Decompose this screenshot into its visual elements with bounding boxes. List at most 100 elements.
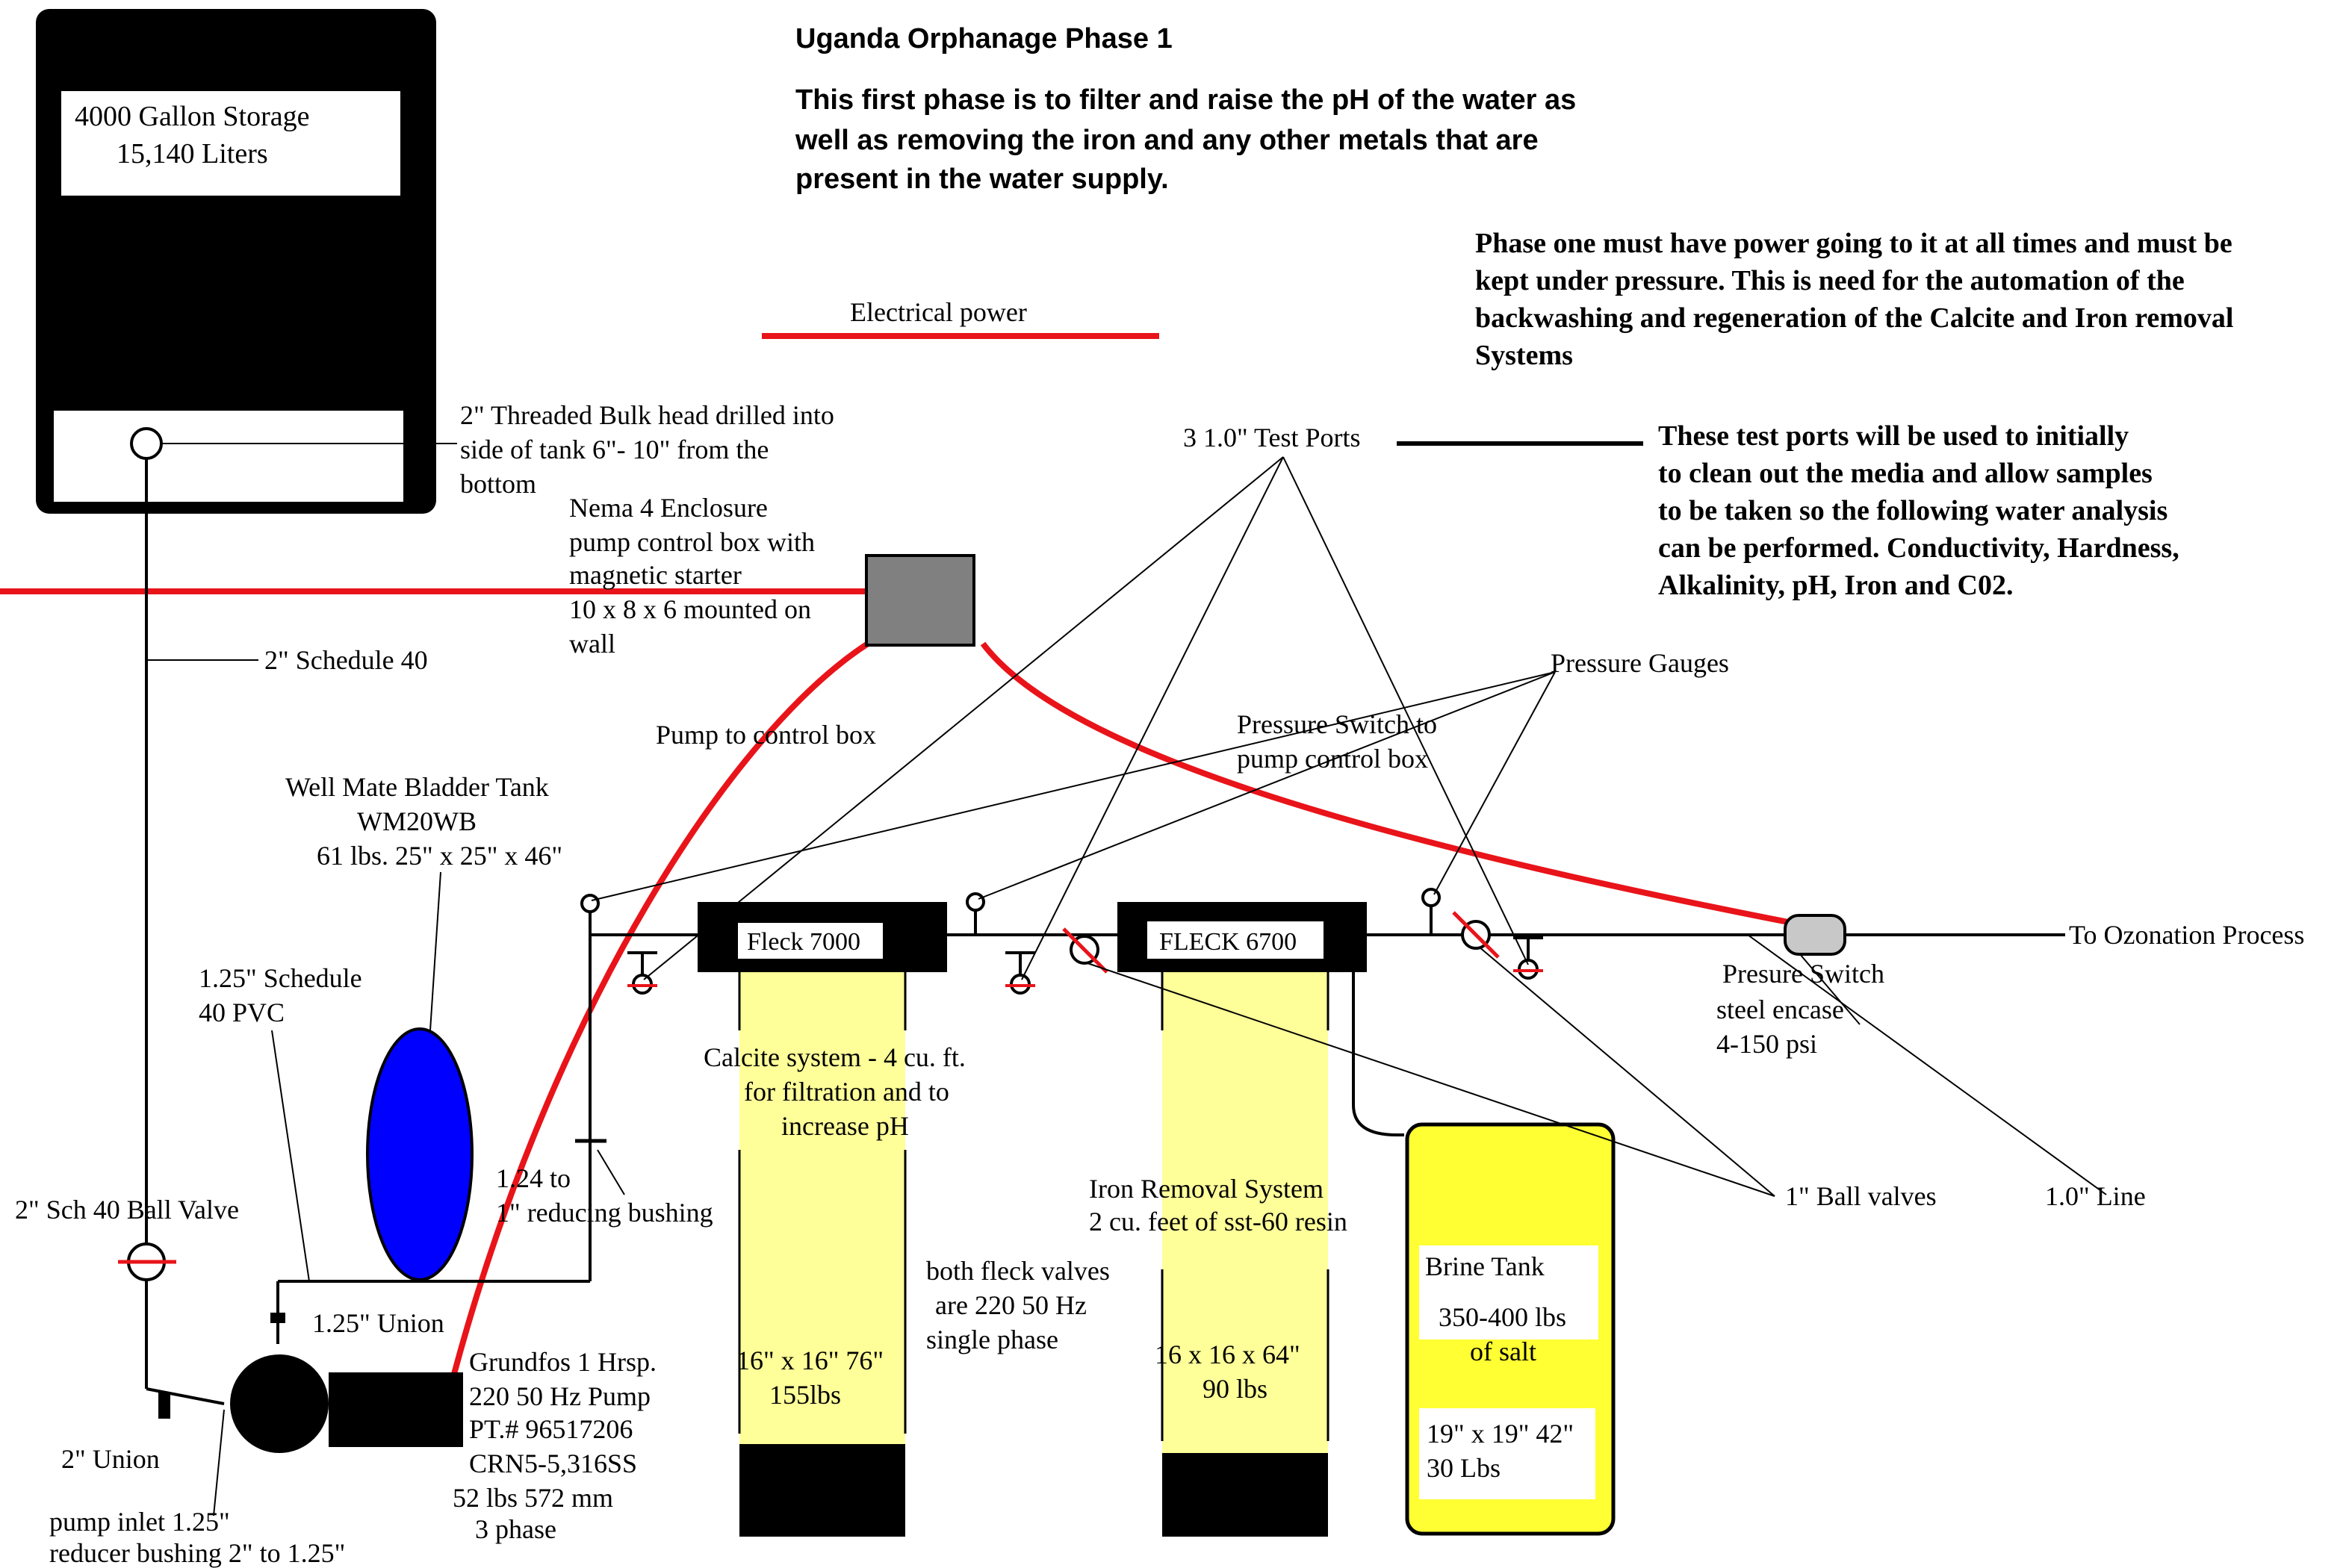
pvc-label: 1.25" Schedule <box>199 963 362 993</box>
pump-inlet-leader <box>213 1409 225 1516</box>
ball-valves-1in-label: 1" Ball valves <box>1785 1181 1937 1211</box>
pressure-switch-label: steel encase <box>1716 995 1844 1024</box>
salt-amount: of salt <box>1470 1337 1536 1366</box>
electrical-legend: Electrical power <box>762 297 1159 339</box>
grundfos-label: 3 phase <box>475 1514 556 1544</box>
brine-tank-size: 30 Lbs <box>1427 1453 1501 1483</box>
pressure-gauge <box>966 892 985 912</box>
test-port-leader <box>643 456 1284 980</box>
calcite-size: 16" x 16" 76" <box>736 1345 884 1375</box>
test-port-note-line: Alkalinity, pH, Iron and C02. <box>1658 570 2014 601</box>
test-port <box>1005 951 1035 995</box>
test-port-note-line: These test ports will be used to initial… <box>1658 420 2129 452</box>
electrical-wiring <box>0 588 1808 1375</box>
union-2in-label: 2" Union <box>61 1444 160 1474</box>
reducing-bushing-leader <box>597 1149 625 1195</box>
test-port <box>1513 936 1543 980</box>
test-port-note-line: to clean out the media and allow samples <box>1658 458 2153 489</box>
brine-tank: Brine Tank 350-400 lbs of salt 19" x 19"… <box>1405 1122 1616 1536</box>
bulkhead-label: bottom <box>460 469 536 499</box>
leader-lines <box>146 441 2107 1516</box>
plumbing <box>145 458 2065 1405</box>
bulkhead-label: 2" Threaded Bulk head drilled into <box>460 400 834 430</box>
iron-size: 16 x 16 x 64" <box>1155 1340 1300 1369</box>
union-2in <box>158 1392 170 1419</box>
pressure-switch <box>1784 914 1846 956</box>
brine-tank-label: Brine Tank <box>1425 1251 1545 1281</box>
intro-line: well as removing the iron and any other … <box>795 125 1539 156</box>
storage-tank-capacity: 4000 Gallon Storage <box>75 101 310 132</box>
test-port-leader <box>1021 456 1284 980</box>
labels: 2" Threaded Bulk head drilled into side … <box>15 400 2304 1568</box>
nema-label: Nema 4 Enclosure <box>569 493 768 523</box>
grundfos-label: CRN5-5,316SS <box>469 1449 637 1478</box>
electrical-legend-label: Electrical power <box>850 297 1027 327</box>
page-title: Uganda Orphanage Phase 1 <box>795 23 1173 55</box>
pressure-gauge <box>1421 888 1441 907</box>
iron-removal-label: 2 cu. feet of sst-60 resin <box>1089 1207 1347 1236</box>
pressure-switch-label: 4-150 psi <box>1716 1029 1817 1059</box>
calcite-label: for filtration and to <box>744 1077 949 1107</box>
pump-wire <box>451 641 870 1375</box>
power-note: Phase one must have power going to it at… <box>1475 228 2233 371</box>
nema-label: 10 x 8 x 6 mounted on <box>569 594 811 624</box>
pvc-leader <box>271 1030 310 1282</box>
gauge-leader <box>591 671 1556 901</box>
nema-label: wall <box>569 629 615 659</box>
grundfos-pump <box>230 1354 463 1453</box>
brine-line <box>1352 971 1404 1136</box>
ball-valves-1in <box>1062 911 1500 974</box>
pump-to-control-label: Pump to control box <box>656 720 876 750</box>
intro-line: present in the water supply. <box>795 164 1169 195</box>
iron-size: 90 lbs <box>1203 1374 1267 1404</box>
storage-tank: 4000 Gallon Storage 15,140 Liters <box>36 9 436 514</box>
pump-inlet-label: pump inlet 1.25" <box>49 1507 230 1537</box>
ozonation-label: To Ozonation Process <box>2069 920 2304 950</box>
fleck-7000-unit: Fleck 7000 <box>698 902 947 1537</box>
test-port-note: These test ports will be used to initial… <box>1658 420 2179 601</box>
grundfos-label: Grundfos 1 Hrsp. <box>469 1347 657 1377</box>
test-port <box>627 951 657 995</box>
fleck-valves-note: are 220 50 Hz <box>935 1290 1087 1320</box>
reducing-bushing-label: 1.24 to <box>496 1163 571 1193</box>
bladder-tank-leader <box>429 871 441 1031</box>
nema-control-box <box>865 554 975 647</box>
line-1in-leader <box>1747 934 2107 1195</box>
pump-inlet-label: reducer bushing 2" to 1.25" <box>49 1538 345 1568</box>
calcite-label: Calcite system - 4 cu. ft. <box>704 1042 966 1072</box>
ball-valve <box>1062 927 1108 974</box>
bulkhead-label: side of tank 6"- 10" from the <box>460 435 769 464</box>
power-note-line: Phase one must have power going to it at… <box>1475 228 2232 259</box>
gauge-leader <box>1433 671 1556 895</box>
test-ports <box>627 936 1543 995</box>
intro-line: This first phase is to filter and raise … <box>795 84 1576 116</box>
pressure-gauge <box>580 894 600 913</box>
union-125 <box>270 1313 285 1323</box>
gauge-leader <box>978 671 1556 900</box>
bulkhead-fitting <box>130 427 163 460</box>
line-1in-label: 1.0" Line <box>2045 1181 2146 1211</box>
iron-removal-label: Iron Removal System <box>1089 1174 1324 1204</box>
pressure-switch-leader <box>1799 953 1861 1025</box>
fleck-valves-note: single phase <box>926 1325 1058 1354</box>
storage-tank-liters: 15,140 Liters <box>117 138 268 169</box>
pressure-switch-label: Presure Switch <box>1722 959 1884 989</box>
ball-valve-leader <box>1087 962 1775 1197</box>
ball-valve-2in-label: 2" Sch 40 Ball Valve <box>15 1195 239 1225</box>
schedule40-label: 2" Schedule 40 <box>264 645 428 675</box>
test-port-note-line: can be performed. Conductivity, Hardness… <box>1658 532 2179 564</box>
pump-inlet-pipe <box>146 1387 225 1405</box>
reducing-bushing-label: 1" reducing bushing <box>496 1198 713 1228</box>
fleck-6700-label: FLECK 6700 <box>1159 928 1297 956</box>
bladder-tank <box>366 1027 474 1281</box>
calcite-size: 155lbs <box>769 1380 841 1410</box>
ball-valve-2in <box>118 1242 176 1281</box>
grundfos-label: PT.# 96517206 <box>469 1414 633 1444</box>
salt-amount: 350-400 lbs <box>1439 1302 1566 1332</box>
fleck-6700-unit: FLECK 6700 <box>1117 902 1367 1537</box>
test-port-note-line: to be taken so the following water analy… <box>1658 495 2168 526</box>
nema-label: pump control box with <box>569 527 815 557</box>
fleck-7000-label: Fleck 7000 <box>747 928 860 956</box>
pressure-switch-to-label: pump control box <box>1237 744 1428 774</box>
